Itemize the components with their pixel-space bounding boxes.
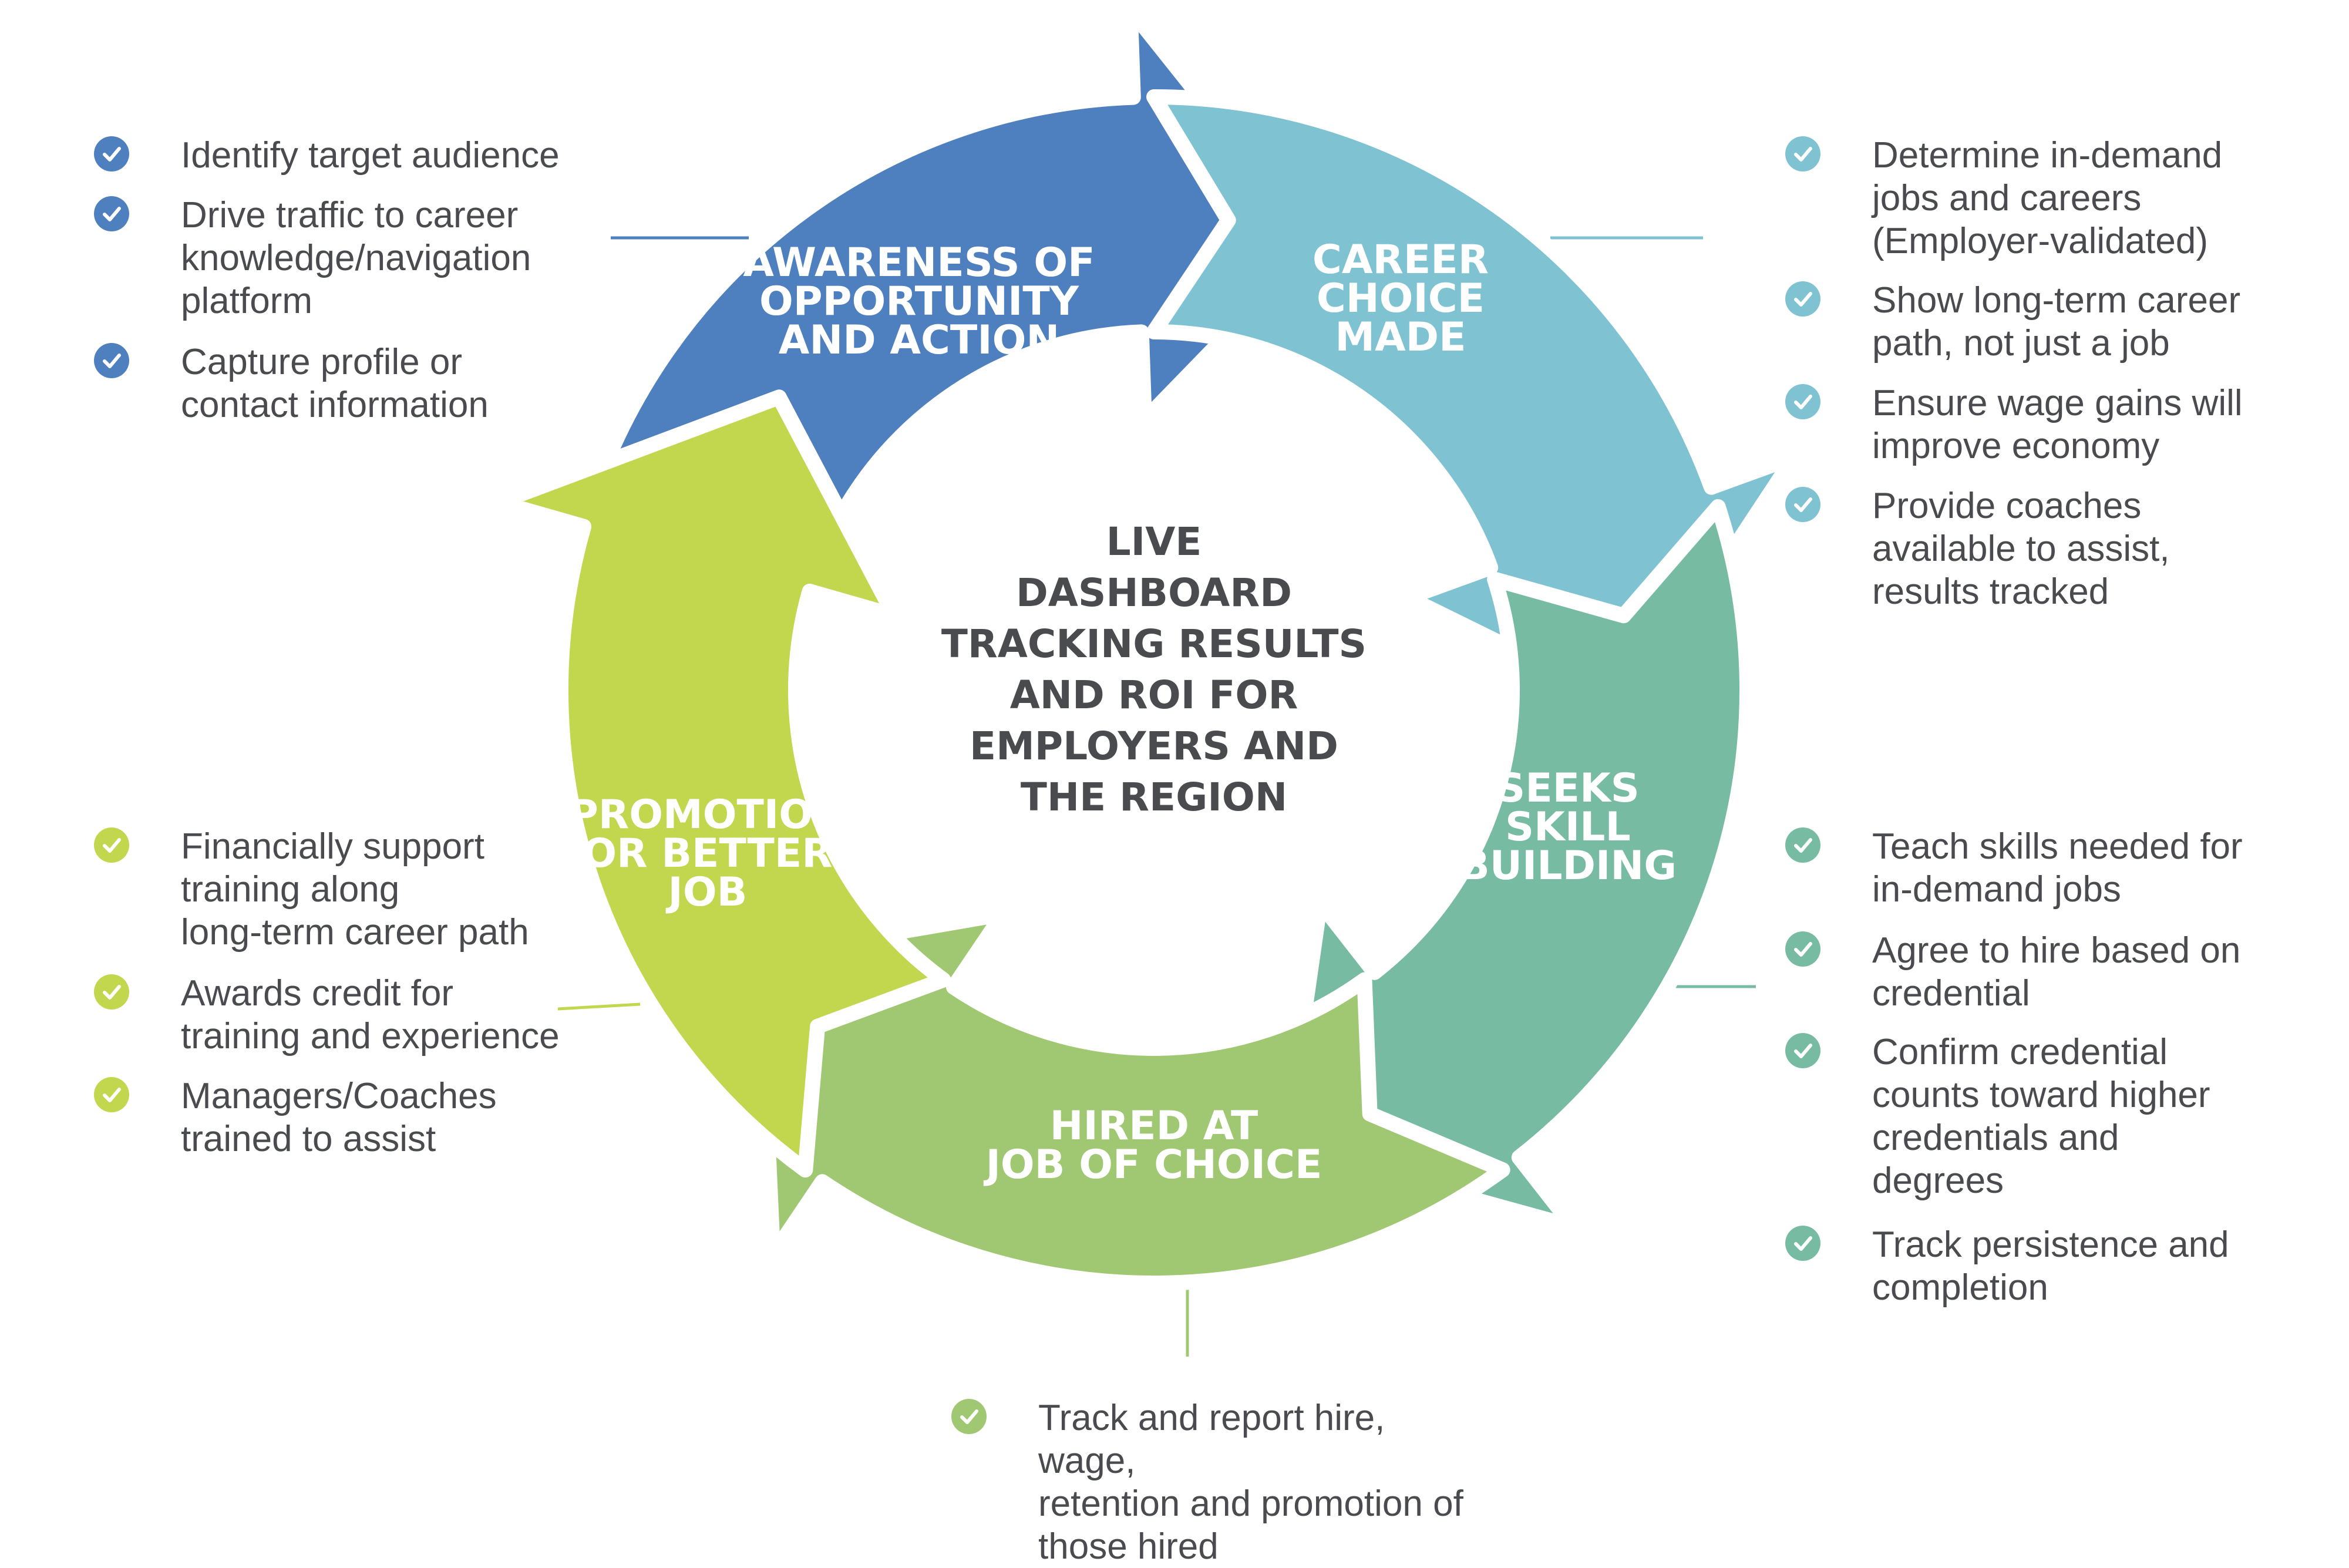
- checklist-item-text: Ensure wage gains will improve economy: [1872, 383, 2243, 466]
- checklist-item-text: Track persistence and completion: [1872, 1224, 2229, 1308]
- checklist-item-text: Capture profile or contact information: [181, 342, 489, 425]
- center-label-line: LIVE: [1106, 519, 1202, 564]
- check-circle-icon: [1785, 931, 1820, 967]
- center-label-line: DASHBOARD: [1016, 570, 1292, 615]
- stage-label-line: PROMOTION: [569, 792, 846, 838]
- stage-label-line: SKILL: [1505, 804, 1631, 850]
- check-circle-icon: [94, 196, 129, 231]
- check-circle-icon: [94, 827, 129, 863]
- stage-label-line: JOB OF CHOICE: [984, 1142, 1322, 1188]
- arrow-skill: [1277, 499, 1755, 1235]
- stage-label-line: OR BETTER: [583, 830, 832, 877]
- check-circle-icon: [1785, 487, 1820, 522]
- stage-label-line: MADE: [1335, 314, 1466, 361]
- checklist-item-text: Provide coaches available to assist, res…: [1872, 486, 2170, 612]
- center-dashboard-label: LIVE DASHBOARD TRACKING RESULTS AND ROI FOR…: [941, 519, 1367, 820]
- center-label-line: AND ROI FOR: [1010, 672, 1298, 718]
- check-circle-icon: [94, 1077, 129, 1112]
- stage-label-line: OPPORTUNITY: [759, 278, 1079, 325]
- arrow-career: [1146, 89, 1802, 715]
- check-circle-icon: [94, 136, 129, 171]
- stage-label-line: SEEKS: [1496, 765, 1640, 812]
- checklist-item-text: Agree to hire based on credential: [1872, 930, 2241, 1014]
- checklist-item-text: Track and report hire, wage, retention a…: [1038, 1398, 1463, 1567]
- checklist-item-text: Awards credit for training and experienc…: [181, 973, 560, 1056]
- stage-label-line: CAREER: [1313, 237, 1489, 283]
- arrow-promotion: [491, 389, 951, 1178]
- checklist-item-text: Drive traffic to career knowledge/naviga…: [181, 195, 531, 321]
- check-circle-icon: [1785, 136, 1820, 171]
- stage-label-line: CHOICE: [1317, 275, 1485, 322]
- checklist-item-text: Confirm credential counts toward higher …: [1872, 1032, 2210, 1201]
- check-circle-icon: [1785, 384, 1820, 419]
- checklist-item-text: Teach skills needed for in-demand jobs: [1872, 826, 2243, 910]
- center-label-line: EMPLOYERS AND: [970, 724, 1338, 769]
- check-circle-icon: [94, 343, 129, 378]
- center-label-line: TRACKING RESULTS: [941, 621, 1367, 667]
- checklist-item-text: Show long-term career path, not just a j…: [1872, 280, 2241, 364]
- stage-label-line: AWARENESS OF: [743, 240, 1095, 286]
- cycle-arrows: [491, 1, 1802, 1291]
- stage-label-line: JOB: [666, 869, 748, 916]
- check-circle-icon: [951, 1399, 987, 1434]
- arrow-hired: [752, 906, 1510, 1291]
- check-circle-icon: [1785, 1033, 1820, 1068]
- check-circle-icon: [94, 974, 129, 1010]
- stage-label-line: AND ACTION: [779, 317, 1060, 364]
- connector-promotion: [557, 1002, 641, 1011]
- check-circle-icon: [1785, 1226, 1820, 1261]
- center-label-line: THE REGION: [1021, 775, 1287, 820]
- check-circle-icon: [1785, 281, 1820, 317]
- checklist-item-text: Managers/Coaches trained to assist: [181, 1076, 497, 1159]
- checklist-item-text: Financially support training along long-…: [181, 826, 529, 953]
- check-circle-icon: [1785, 827, 1820, 863]
- checklist-item-text: Determine in-demand jobs and careers (Em…: [1872, 135, 2223, 261]
- stage-label-line: HIRED AT: [1050, 1103, 1258, 1149]
- checklist-item-text: Identify target audience: [181, 135, 560, 176]
- stage-label-line: BUILDING: [1459, 843, 1677, 889]
